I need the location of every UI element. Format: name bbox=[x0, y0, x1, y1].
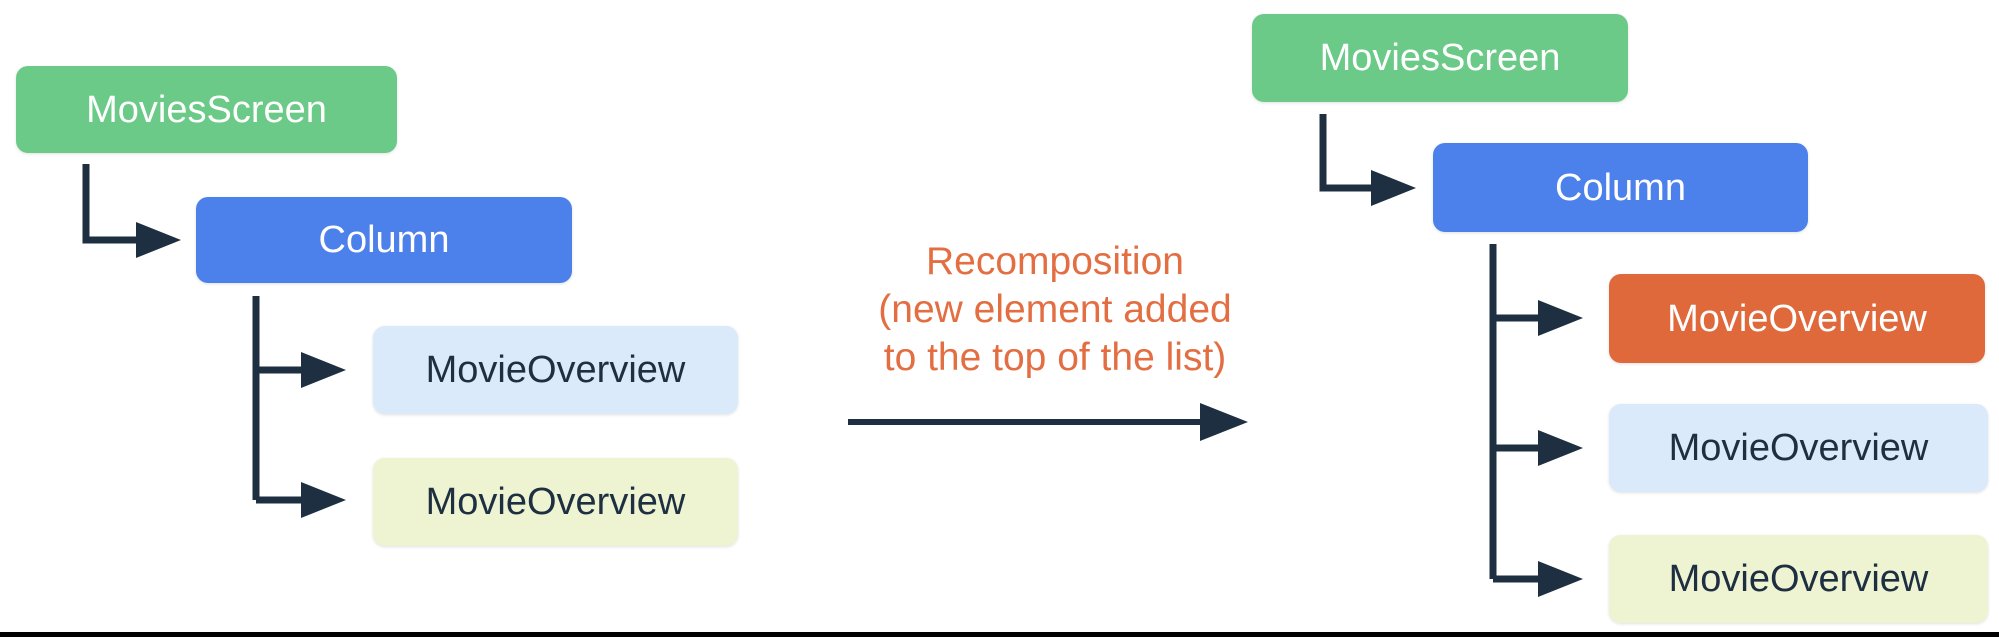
right-column-to-child3-arrowhead-icon bbox=[1538, 561, 1583, 597]
left-root-to-column-connector bbox=[82, 164, 140, 244]
right-root-to-column-connector bbox=[1319, 114, 1373, 192]
node-label: Column bbox=[1555, 166, 1686, 209]
left-movieoverview-node-2: MovieOverview bbox=[373, 458, 738, 546]
node-label: MovieOverview bbox=[1668, 427, 1929, 469]
right-root-to-column-arrowhead-icon bbox=[1371, 170, 1416, 206]
right-column-to-child2-arrowhead-icon bbox=[1538, 430, 1583, 466]
node-label: MovieOverview bbox=[425, 349, 686, 391]
left-column-node: Column bbox=[196, 197, 572, 283]
node-label: MoviesScreen bbox=[1319, 37, 1561, 79]
bottom-border-line bbox=[0, 632, 1999, 637]
right-column-to-child1-arrowhead-icon bbox=[1538, 300, 1583, 336]
left-column-to-child1-arrowhead-icon bbox=[301, 352, 346, 388]
transition-label-line1: Recomposition bbox=[926, 240, 1184, 283]
node-label: MoviesScreen bbox=[86, 88, 327, 131]
left-column-to-child2-arrowhead-icon bbox=[301, 482, 346, 518]
transition-label-line3: to the top of the list) bbox=[883, 336, 1227, 379]
left-moviesscreen-node: MoviesScreen bbox=[16, 66, 397, 153]
node-label: Column bbox=[318, 219, 450, 261]
transition-arrowhead-icon bbox=[1200, 403, 1248, 441]
left-root-to-column-arrowhead-icon bbox=[136, 222, 181, 258]
left-movieoverview-node-1: MovieOverview bbox=[373, 326, 738, 414]
node-label: MovieOverview bbox=[1668, 558, 1929, 600]
transition-label: Recomposition (new element added to the … bbox=[820, 238, 1290, 382]
right-column-node: Column bbox=[1433, 143, 1808, 232]
right-moviesscreen-node: MoviesScreen bbox=[1252, 14, 1628, 102]
node-label: MovieOverview bbox=[425, 481, 686, 523]
right-movieoverview-node-3: MovieOverview bbox=[1609, 535, 1988, 623]
right-movieoverview-node-2: MovieOverview bbox=[1609, 404, 1988, 492]
right-movieoverview-node-new: MovieOverview bbox=[1609, 274, 1985, 363]
node-label: MovieOverview bbox=[1667, 297, 1927, 340]
transition-label-line2: (new element added bbox=[878, 288, 1232, 331]
